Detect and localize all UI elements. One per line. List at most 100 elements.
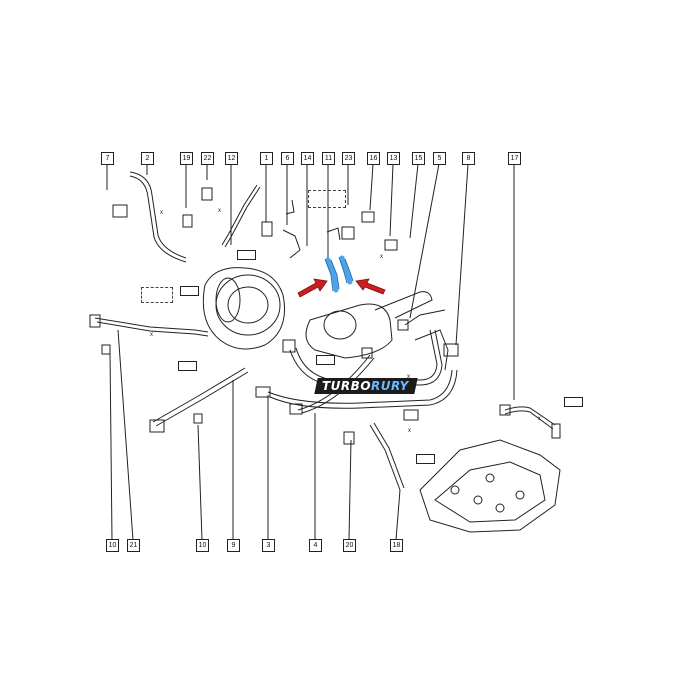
callout-20: 20 bbox=[343, 539, 356, 552]
highlighted-hose-outline bbox=[324, 258, 334, 292]
clip bbox=[361, 347, 373, 359]
callout-1: 1 bbox=[260, 152, 273, 165]
callout-19: 19 bbox=[180, 152, 193, 165]
pipe bbox=[289, 329, 443, 386]
sensor-cable bbox=[94, 317, 209, 333]
callout-17: 17 bbox=[508, 152, 521, 165]
sensor-cable bbox=[224, 186, 261, 248]
bracket bbox=[326, 227, 341, 241]
pipe bbox=[267, 369, 453, 404]
dimension-marker: x bbox=[407, 374, 410, 380]
callout-21: 21 bbox=[127, 539, 140, 552]
sensor-cable bbox=[373, 422, 405, 489]
clip bbox=[343, 431, 355, 445]
callout-12: 12 bbox=[225, 152, 238, 165]
sensor-cable bbox=[129, 171, 187, 259]
highlighted-hose-outline bbox=[338, 256, 348, 284]
leader-line bbox=[197, 424, 203, 541]
length-box bbox=[316, 355, 335, 365]
highlighted-hose-outline bbox=[344, 258, 354, 282]
leader-line bbox=[109, 351, 113, 541]
leader-line bbox=[455, 163, 469, 346]
callout-10: 10 bbox=[106, 539, 119, 552]
callout-11: 11 bbox=[322, 152, 335, 165]
clip bbox=[361, 211, 375, 223]
bracket bbox=[285, 199, 295, 215]
engine-stud bbox=[485, 473, 495, 483]
engine-stud bbox=[473, 495, 483, 505]
leader-line bbox=[117, 329, 134, 541]
clip bbox=[551, 423, 561, 439]
clip bbox=[499, 404, 511, 416]
sensor-cable bbox=[504, 406, 556, 426]
dashed-box bbox=[308, 190, 346, 208]
sensor-cable bbox=[155, 371, 249, 427]
length-box bbox=[180, 286, 199, 296]
engine-block bbox=[434, 461, 546, 523]
clip bbox=[397, 319, 409, 331]
pipe bbox=[374, 291, 433, 319]
sensor-cable bbox=[369, 424, 401, 491]
clip bbox=[255, 386, 271, 398]
leader-line bbox=[395, 489, 401, 541]
clip bbox=[261, 221, 273, 237]
dimension-marker: x bbox=[408, 428, 411, 434]
leader-line bbox=[409, 163, 440, 319]
callout-18: 18 bbox=[390, 539, 403, 552]
clip bbox=[149, 419, 165, 433]
clip bbox=[443, 343, 459, 357]
leader-line bbox=[348, 439, 352, 541]
clip bbox=[289, 403, 303, 415]
clip bbox=[193, 413, 203, 424]
pipe bbox=[404, 309, 446, 326]
sensor-cable bbox=[221, 184, 258, 246]
watermark-logo: TURBORURY bbox=[314, 376, 418, 396]
leader-line bbox=[369, 163, 374, 211]
length-box bbox=[564, 397, 583, 407]
callout-23: 23 bbox=[342, 152, 355, 165]
pointer-arrow-left bbox=[297, 278, 328, 298]
callout-9: 9 bbox=[227, 539, 240, 552]
logo-text-part2: RURY bbox=[371, 379, 409, 393]
turbo-housing bbox=[227, 286, 269, 324]
engine-stud bbox=[515, 490, 525, 500]
pipe bbox=[269, 369, 458, 409]
clip bbox=[341, 226, 355, 240]
dimension-marker: x bbox=[160, 210, 163, 216]
clip bbox=[384, 239, 398, 251]
logo-text: TURBORURY bbox=[322, 378, 414, 394]
clip bbox=[201, 187, 213, 201]
egr-housing bbox=[323, 310, 357, 340]
engine-stud bbox=[450, 485, 460, 495]
sensor-cable bbox=[504, 410, 554, 430]
clip bbox=[182, 214, 193, 228]
callout-13: 13 bbox=[387, 152, 400, 165]
sensor-cable bbox=[152, 367, 246, 423]
leader-line bbox=[409, 163, 419, 239]
callout-10: 10 bbox=[196, 539, 209, 552]
clip bbox=[403, 409, 419, 421]
clip bbox=[112, 204, 128, 218]
engine-block bbox=[419, 439, 561, 533]
callout-2: 2 bbox=[141, 152, 154, 165]
egr-housing bbox=[305, 303, 393, 359]
dimension-marker: x bbox=[150, 332, 153, 338]
highlighted-hose-outline bbox=[330, 259, 340, 290]
callout-16: 16 bbox=[367, 152, 380, 165]
length-box bbox=[416, 454, 435, 464]
callout-8: 8 bbox=[462, 152, 475, 165]
logo-text-part1: TURBO bbox=[322, 379, 372, 393]
sensor-cable bbox=[96, 321, 209, 337]
dimension-marker: x bbox=[380, 254, 383, 260]
clip bbox=[282, 339, 296, 353]
clip bbox=[89, 314, 101, 328]
dimension-marker: x bbox=[538, 416, 541, 422]
engine-stud bbox=[495, 503, 505, 513]
pipe bbox=[295, 329, 438, 381]
callout-6: 6 bbox=[281, 152, 294, 165]
callout-4: 4 bbox=[309, 539, 322, 552]
length-box bbox=[178, 361, 197, 371]
highlighted-hose-11 bbox=[339, 255, 353, 285]
dimension-marker: x bbox=[218, 208, 221, 214]
